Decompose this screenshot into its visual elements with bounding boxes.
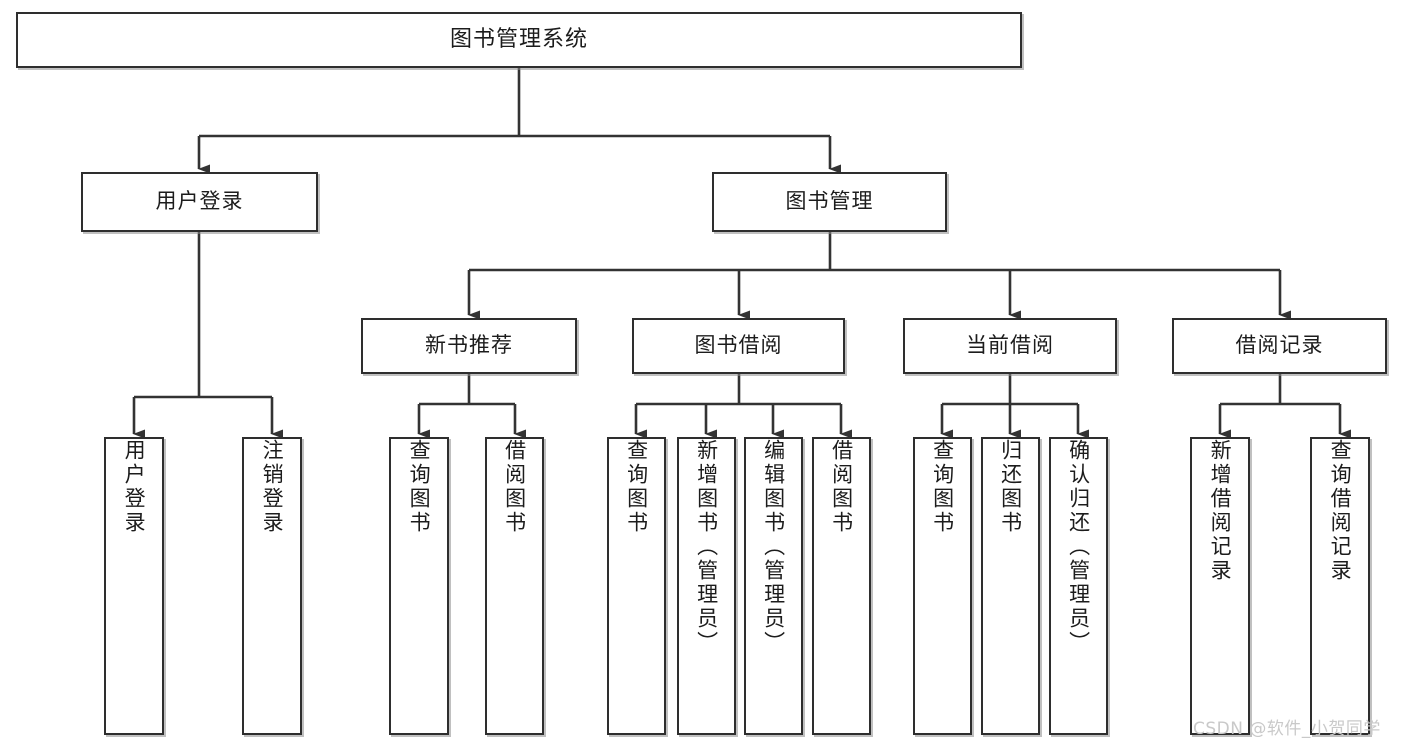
node-label: 归还图书 [998, 439, 1023, 535]
leaf-box[interactable]: 归还图书 [981, 437, 1040, 735]
node-label: 新增借阅记录 [1208, 439, 1233, 583]
level2-box[interactable]: 图书管理 [712, 172, 947, 232]
level2-box[interactable]: 用户登录 [81, 172, 318, 232]
node-label: 借阅图书 [502, 439, 527, 535]
leaf-box[interactable]: 新增图书（管理员） [677, 437, 736, 735]
node-label: 编辑图书（管理员） [761, 439, 786, 655]
node-label: 查询图书 [407, 439, 432, 535]
leaf-box[interactable]: 查询图书 [913, 437, 972, 735]
leaf-box[interactable]: 查询图书 [389, 437, 449, 735]
node-label: 当前借阅 [966, 333, 1054, 358]
node-label: 用户登录 [155, 189, 244, 214]
node-label: 用户登录 [122, 439, 147, 535]
leaf-box[interactable]: 新增借阅记录 [1190, 437, 1250, 735]
leaf-box[interactable]: 用户登录 [104, 437, 164, 735]
node-label: 查询借阅记录 [1328, 439, 1353, 583]
level3-box[interactable]: 当前借阅 [903, 318, 1117, 374]
level3-box[interactable]: 图书借阅 [632, 318, 845, 374]
level3-box[interactable]: 借阅记录 [1172, 318, 1387, 374]
leaf-box[interactable]: 确认归还（管理员） [1049, 437, 1108, 735]
node-label: 新增图书（管理员） [694, 439, 719, 655]
node-label: 查询图书 [930, 439, 955, 535]
node-label: 查询图书 [624, 439, 649, 535]
leaf-box[interactable]: 借阅图书 [485, 437, 544, 735]
node-label: 注销登录 [260, 439, 285, 535]
node-label: 借阅记录 [1235, 333, 1324, 358]
node-label: 图书借阅 [694, 333, 783, 358]
node-label: 新书推荐 [425, 333, 513, 358]
leaf-box[interactable]: 借阅图书 [812, 437, 871, 735]
node-label: 借阅图书 [829, 439, 854, 535]
node-label: 图书管理系统 [449, 26, 588, 52]
leaf-box[interactable]: 查询图书 [607, 437, 666, 735]
leaf-box[interactable]: 注销登录 [242, 437, 302, 735]
leaf-box[interactable]: 编辑图书（管理员） [744, 437, 803, 735]
level3-box[interactable]: 新书推荐 [361, 318, 577, 374]
leaf-box[interactable]: 查询借阅记录 [1310, 437, 1370, 735]
node-label: 确认归还（管理员） [1066, 439, 1091, 655]
root-box[interactable]: 图书管理系统 [16, 12, 1022, 68]
node-label: 图书管理 [785, 189, 874, 214]
